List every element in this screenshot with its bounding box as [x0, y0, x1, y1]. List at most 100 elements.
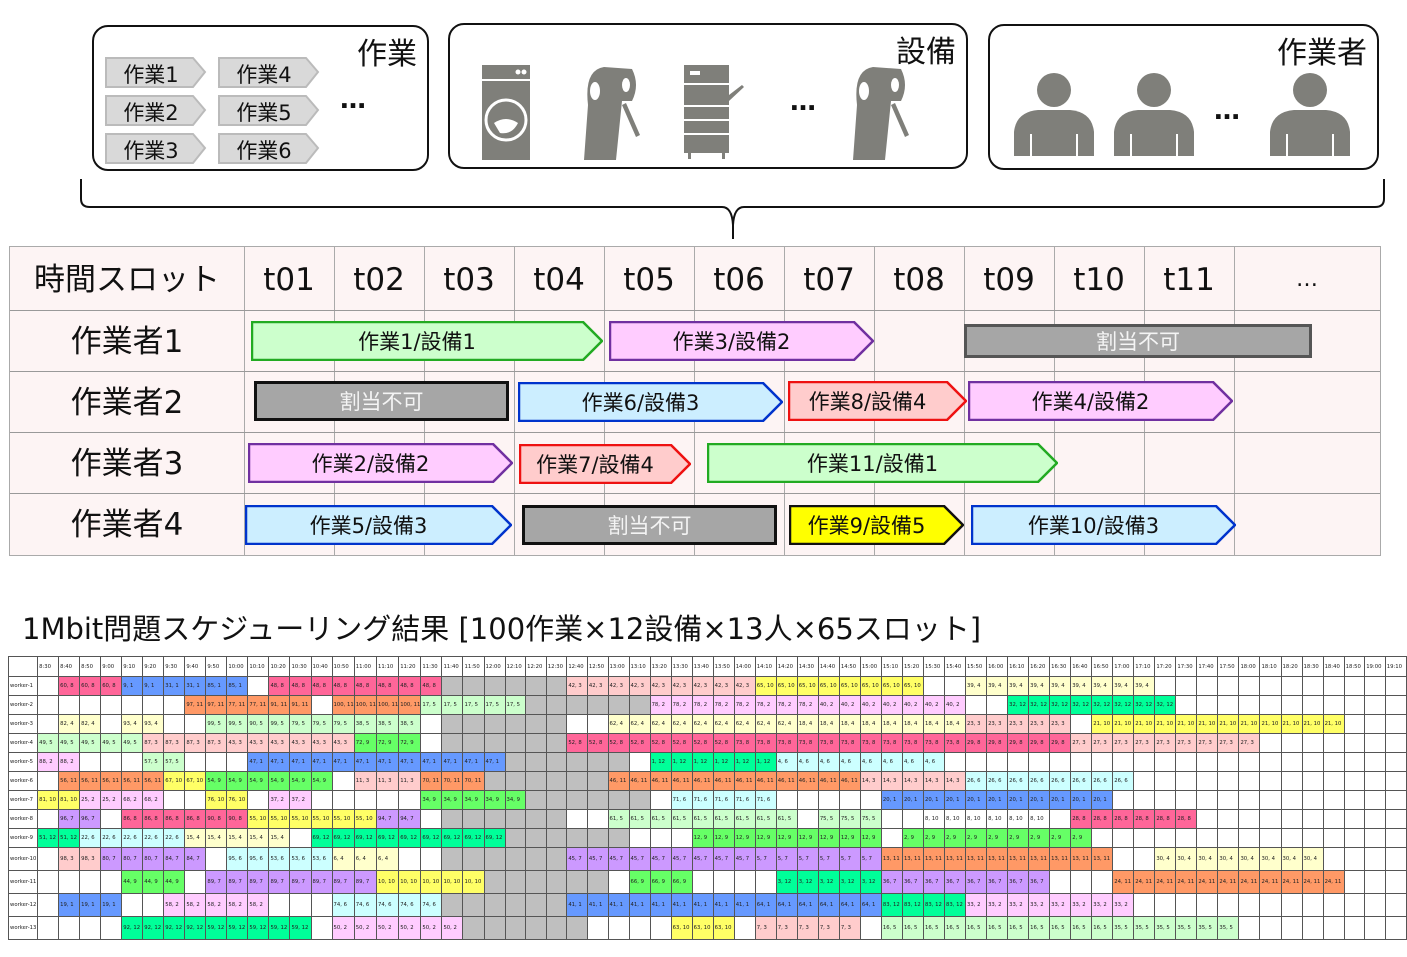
assignment-cell: 13, 11: [1049, 847, 1072, 871]
worker-label: worker-9: [7, 828, 39, 848]
assignment-cell: 25, 2: [100, 790, 123, 810]
assignment-cell: 36, 7: [880, 870, 903, 894]
assignment-cell: 47, 1: [375, 752, 400, 772]
empty-cell: [1259, 809, 1282, 829]
assignment-cell: 58, 2: [247, 893, 270, 917]
assignment-cell: 61, 5: [733, 809, 756, 829]
time-header: 11:40: [441, 656, 464, 677]
assignment-cell: 65, 10: [775, 676, 798, 696]
blocked-cell: [525, 771, 547, 791]
assignment-cell: 42, 3: [733, 676, 756, 696]
assignment-cell: 98, 3: [79, 847, 102, 871]
time-header: 12:50: [586, 656, 609, 677]
worker-label: worker-12: [7, 893, 39, 917]
empty-cell: [1343, 809, 1366, 829]
assignment-cell: 13, 11: [1070, 847, 1093, 871]
assignment-cell: 79, 5: [289, 714, 312, 734]
result-title: 1Mbit問題スケジューリング結果 [100作業×12設備×13人×65スロット…: [22, 612, 982, 646]
empty-cell: [1301, 752, 1324, 772]
assignment-cell: 3, 12: [796, 870, 819, 894]
assignment-cell: 28, 8: [1091, 809, 1114, 829]
blocked-cell: [462, 916, 485, 940]
assignment-cell: 40, 2: [901, 695, 924, 715]
blocked-cell: [607, 695, 630, 715]
empty-cell: [1343, 790, 1366, 810]
assignment-cell: 23, 3: [965, 714, 988, 734]
assignment-cell: 43, 3: [310, 733, 333, 753]
tasks-box-title: 作業: [357, 37, 417, 72]
workers-box: 作業者 …: [988, 24, 1379, 170]
assignment-cell: 45, 7: [733, 847, 756, 871]
arrow-shape: [251, 321, 603, 361]
assignment-cell: 8, 10: [1007, 809, 1030, 829]
assignment-cell: 4, 6: [775, 752, 798, 772]
assignment-cell: 22, 6: [100, 828, 123, 848]
time-header: 13:00: [607, 656, 630, 677]
assignment-cell: 94, 7: [398, 809, 422, 829]
assignment-cell: 16, 5: [1028, 916, 1051, 940]
assignment-cell: 61, 5: [775, 809, 798, 829]
time-header: 18:10: [1259, 656, 1282, 677]
assignment-cell: 13, 11: [965, 847, 988, 871]
assignment-cell: 33, 2: [1070, 893, 1093, 917]
empty-cell: [566, 809, 588, 829]
empty-cell: [1259, 828, 1282, 848]
blocked-cell: [545, 714, 568, 734]
empty-cell: [670, 828, 693, 848]
assignment-cell: 30, 4: [1259, 847, 1282, 871]
time-header: 19:00: [1364, 656, 1386, 677]
assignment-cell: 42, 3: [586, 676, 609, 696]
assignment-cell: 93, 4: [142, 714, 165, 734]
assignment-cell: 38, 5: [398, 714, 422, 734]
empty-cell: [1154, 790, 1177, 810]
blocked-cell: [628, 695, 651, 715]
assignment-cell: 35, 5: [1112, 916, 1135, 940]
empty-cell: [289, 893, 312, 917]
time-header: 17:40: [1196, 656, 1219, 677]
empty-cell: [1175, 695, 1198, 715]
assignment-cell: 8, 10: [986, 809, 1009, 829]
assignment-cell: 37, 2: [268, 790, 291, 810]
task-tag-label: 作業6: [236, 139, 292, 163]
assignment-cell: 85, 1: [226, 676, 249, 696]
assignment-cell: 57, 5: [142, 752, 165, 772]
assignment-cell: 22, 6: [79, 828, 102, 848]
assignment-cell: 58, 2: [205, 893, 228, 917]
assignment-cell: 24, 11: [1217, 870, 1240, 894]
arrow-shape: [971, 505, 1236, 545]
blocked-cell: [566, 870, 588, 894]
assignment-cell: 42, 3: [628, 676, 651, 696]
assignment-cell: 63, 10: [712, 916, 735, 940]
assignment-cell: 40, 2: [859, 695, 882, 715]
assignment-cell: 78, 2: [775, 695, 798, 715]
person-icon: [1014, 73, 1094, 156]
assignment-cell: 47, 1: [441, 752, 464, 772]
assignment-cell: 26, 6: [1091, 771, 1114, 791]
empty-cell: [1384, 870, 1407, 894]
blocked-cell: [504, 893, 527, 917]
empty-cell: [310, 790, 333, 810]
assignment-cell: 16, 5: [986, 916, 1009, 940]
time-header: 13:30: [670, 656, 693, 677]
assignment-cell: 62, 4: [649, 714, 672, 734]
empty-cell: [121, 695, 144, 715]
assignment-cell: 74, 6: [331, 893, 355, 917]
assignment-cell: 14, 3: [859, 771, 882, 791]
worker-label: worker-11: [7, 870, 39, 894]
time-header: 9:40: [184, 656, 207, 677]
assignment-cell: 34, 9: [504, 790, 527, 810]
time-header: 11:50: [462, 656, 485, 677]
bar-label: 作業10/設備3: [1027, 514, 1160, 538]
assignment-cell: 24, 11: [1280, 870, 1303, 894]
assignment-cell: 62, 4: [628, 714, 651, 734]
assignment-cell: 16, 5: [901, 916, 924, 940]
empty-cell: [37, 847, 60, 871]
assignment-cell: 66, 9: [628, 870, 651, 894]
worker-label: worker-3: [7, 714, 39, 734]
assignment-cell: 45, 7: [670, 847, 693, 871]
assignment-cell: 10, 10: [375, 870, 400, 894]
assignment-cell: 1, 12: [733, 752, 756, 772]
empty-cell: [1301, 695, 1324, 715]
assignment-cell: 39, 4: [1049, 676, 1072, 696]
empty-cell: [1091, 870, 1114, 894]
